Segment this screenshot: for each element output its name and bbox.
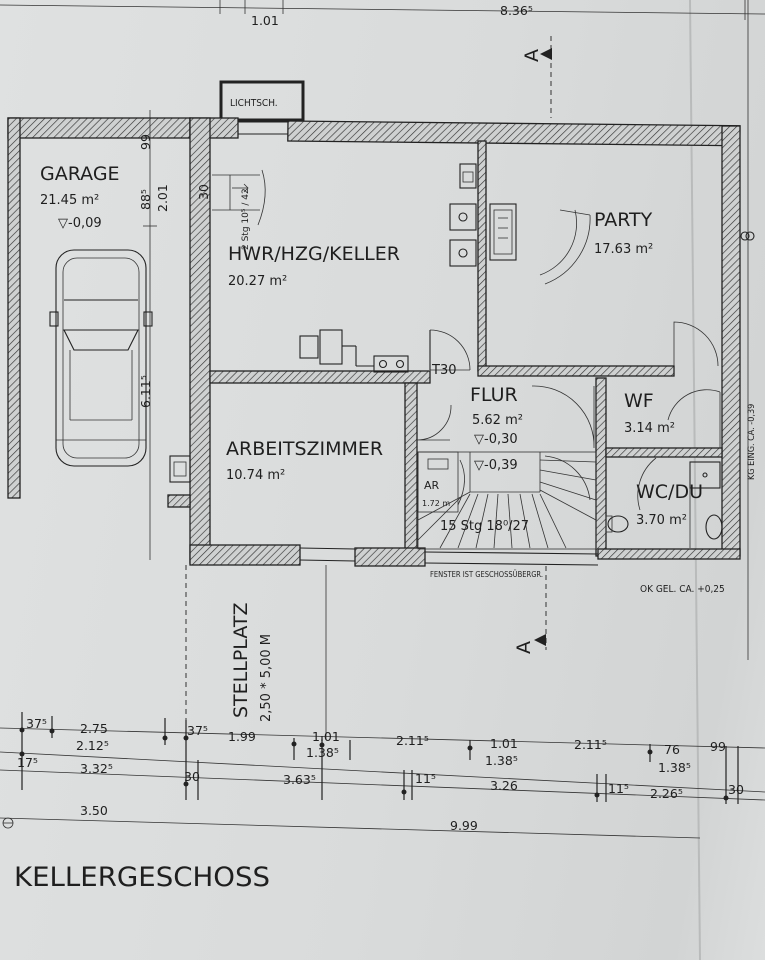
dim-r1-13: 99 <box>710 739 726 754</box>
party-area: 17.63 m² <box>594 242 653 257</box>
door-party <box>539 209 591 285</box>
top-dimension-line: 1.01 8.36⁵ <box>0 0 765 28</box>
dim-r2-8: 30 <box>728 782 744 797</box>
right-wall-detail <box>740 231 755 241</box>
dim-r1-0: 37⁵ <box>26 716 47 731</box>
plan-title: KELLERGESCHOSS <box>14 862 270 893</box>
vertical-dimensions: 99 88⁵ 2.01 30 6.11⁵ <box>138 110 211 560</box>
dimension-lines <box>0 712 765 839</box>
door-party-lower <box>673 321 719 367</box>
section-a-bottom: A <box>513 641 535 654</box>
fenster-label: FENSTER IST GESCHOSSÜBERGR. <box>430 570 543 579</box>
t30-label: T30 <box>431 363 456 378</box>
dim-r2-0: 17⁵ <box>17 755 38 770</box>
wf-door <box>667 389 721 448</box>
ar-storage: AR 1.72 m <box>417 451 459 513</box>
dim-r1-7: 2.11⁵ <box>396 733 429 748</box>
door-hwr: T30 <box>429 329 471 378</box>
vdim-6115: 6.11⁵ <box>138 375 153 408</box>
dim-r1-1: 2.75 <box>80 721 108 736</box>
heating-equipment <box>299 163 477 373</box>
dim-r2-4: 11⁵ <box>415 771 436 786</box>
small-stair: 2 Stg 10⁵ / 42 <box>212 169 266 250</box>
flur-level-1: ▽-0,30 <box>474 432 518 447</box>
kg-eing-label: KG EING. CA. -0,39 <box>747 404 757 480</box>
dim-row-3: 3.50 9.99 <box>80 803 478 833</box>
small-stair-label: 2 Stg 10⁵ / 42 <box>241 188 251 250</box>
flur-door-right <box>531 385 595 449</box>
dim-r1-3: 37⁵ <box>187 723 208 738</box>
dim-r2-1: 3.32⁵ <box>80 761 113 776</box>
dim-row-2: 17⁵ 3.32⁵ 30 3.63⁵ 11⁵ 3.26 11⁵ 2.26⁵ 30 <box>17 755 744 801</box>
dim-r3-0: 3.50 <box>80 803 108 818</box>
dim-r1-9: 1.38⁵ <box>485 753 518 768</box>
wf-area: 3.14 m² <box>624 421 675 436</box>
main-stair-label: 15 Stg 18⁰/27 <box>440 519 529 534</box>
dim-r2-5: 3.26 <box>490 778 518 793</box>
stellplatz-label: STELLPLATZ <box>230 603 252 718</box>
wall-box <box>169 455 191 483</box>
wc-area: 3.70 m² <box>636 513 687 528</box>
vdim-30: 30 <box>196 184 211 200</box>
wc-name: WC/DU <box>636 481 703 503</box>
vdim-201: 2.01 <box>155 184 170 212</box>
ar-label: AR <box>424 479 440 492</box>
walls <box>7 117 741 567</box>
flur-area: 5.62 m² <box>472 413 523 428</box>
dim-r1-11: 76 <box>664 742 680 757</box>
wc-fixtures <box>605 457 723 548</box>
dim-r1-2: 2.12⁵ <box>76 738 109 753</box>
dim-row-1: 37⁵ 2.75 2.12⁵ 37⁵ 1.99 1.01 1.38⁵ 2.11⁵… <box>26 716 726 775</box>
party-name: PARTY <box>594 209 653 231</box>
ok-gel-label: OK GEL. CA. +0,25 <box>640 584 725 595</box>
dim-r1-8: 1.01 <box>490 736 518 751</box>
dim-r3-1: 9.99 <box>450 818 478 833</box>
stellplatz-size: 2,50 * 5,00 M <box>259 634 274 722</box>
hwr-area: 20.27 m² <box>228 274 287 289</box>
page-fold-line <box>689 0 701 960</box>
car-symbol <box>49 249 153 467</box>
top-dim-1: 1.01 <box>251 13 279 28</box>
wf-name: WF <box>624 390 654 412</box>
section-a-top: A <box>521 49 543 62</box>
flur-name: FLUR <box>470 384 518 406</box>
top-dim-2: 8.36⁵ <box>500 3 533 18</box>
dim-r2-7: 2.26⁵ <box>650 786 683 801</box>
arbeit-door <box>416 404 452 441</box>
dim-r2-3: 3.63⁵ <box>283 772 316 787</box>
sink-party <box>489 203 517 261</box>
dim-r2-6: 11⁵ <box>608 781 629 796</box>
arbeit-name: ARBEITSZIMMER <box>226 438 383 460</box>
hwr-name: HWR/HZG/KELLER <box>228 243 400 265</box>
dim-r1-4: 1.99 <box>228 729 256 744</box>
vdim-885: 88⁵ <box>138 189 153 210</box>
flur-level-2: ▽-0,39 <box>474 458 518 473</box>
dim-r2-2: 30 <box>184 769 200 784</box>
dim-r1-12: 1.38⁵ <box>658 760 691 775</box>
garage-name: GARAGE <box>40 163 120 185</box>
dim-r1-6: 1.38⁵ <box>306 745 339 760</box>
lichtschacht: LICHTSCH. <box>219 80 305 122</box>
garage-area: 21.45 m² <box>40 193 99 208</box>
garage-level: ▽-0,09 <box>58 216 102 231</box>
vdim-99: 99 <box>138 134 153 150</box>
dim-r1-10: 2.11⁵ <box>574 737 607 752</box>
section-marker-a: A A <box>513 36 552 654</box>
ar-sub-label: 1.72 m <box>422 499 450 508</box>
dim-r1-5: 1.01 <box>312 729 340 744</box>
lichtsch-label: LICHTSCH. <box>230 98 278 109</box>
arbeit-area: 10.74 m² <box>226 468 285 483</box>
